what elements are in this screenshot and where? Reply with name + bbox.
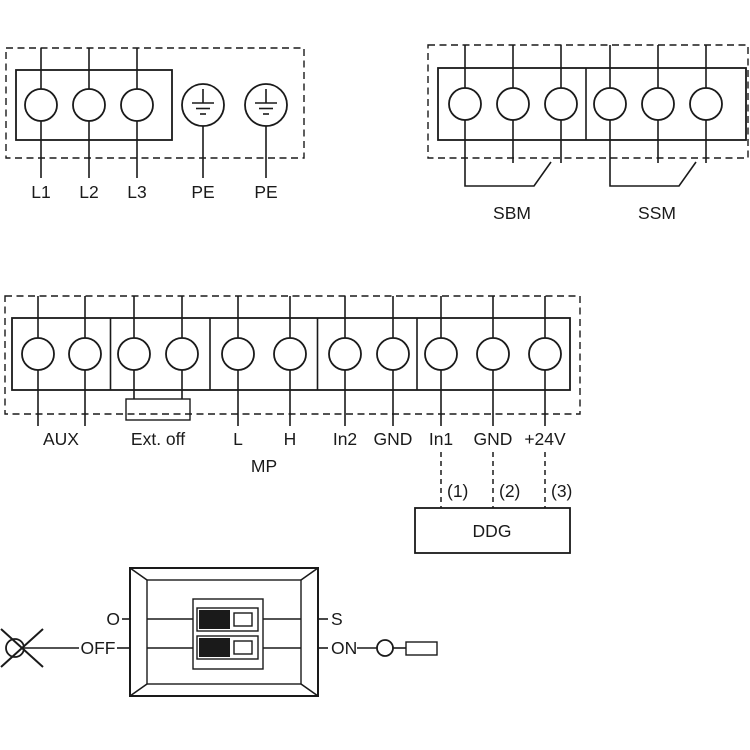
connector-circle [376,639,394,657]
pe-terminal-1 [181,83,225,178]
ddg-box [414,507,571,554]
connector-circle [5,638,25,658]
sbm-terminal-3 [544,87,578,121]
label-gnd-1: GND [374,429,413,449]
control-dashed-frame [4,295,581,415]
label-on: ON [331,638,357,658]
relay-terminal-box [437,67,747,141]
jumper-box [125,398,191,421]
frame-bevel-line [300,683,319,697]
label-h: H [284,429,297,449]
label-pe-1: PE [191,182,214,202]
terminal-l2 [72,88,106,122]
dip-switch-1-knob [199,610,230,629]
mains-dashed-frame [5,47,305,159]
terminal-in1 [424,337,458,371]
dip-switch-1 [196,607,259,632]
cross-line [0,628,44,668]
frame-bevel-line [129,683,148,697]
on-connector-plug-icon [357,639,438,657]
dip-switch-housing [192,598,264,670]
label-pe-2: PE [254,182,277,202]
dip-switch-2 [196,635,259,660]
label-ddg-pin-3: (3) [551,481,572,501]
terminal-extoff-1 [117,337,151,371]
label-open: O [106,609,120,629]
label-aux: AUX [43,429,79,449]
dip-outer-frame [129,567,319,697]
dip-switch-figure: O S OFF ON [0,567,438,697]
sbm-terminal-1 [448,87,482,121]
terminal-in2 [328,337,362,371]
label-off: OFF [81,638,116,658]
mains-terminal-block: L1 L2 L3 PE PE [5,47,305,202]
dip-inner-frame [146,579,302,685]
label-gnd-2: GND [474,429,513,449]
label-sbm: SBM [493,203,531,223]
terminal-l1 [24,88,58,122]
label-l3: L3 [127,182,146,202]
mains-terminal-box [15,69,173,141]
dip-switch-2-knob [199,638,230,657]
ext-off-jumper [125,370,191,421]
terminal-aux-1 [21,337,55,371]
dip-switch-1-body [196,607,259,632]
label-ddg-pin-2: (2) [499,481,520,501]
label-24v: +24V [524,429,566,449]
terminal-extoff-2 [165,337,199,371]
pe-terminal-2 [244,83,288,178]
terminal-gnd-2 [476,337,510,371]
sbm-terminal-2 [496,87,530,121]
ssm-contact-symbol [609,120,707,187]
ssm-terminal-1 [593,87,627,121]
terminal-gnd-1 [376,337,410,371]
ssm-terminal-3 [689,87,723,121]
label-in1: In1 [429,429,453,449]
earth-ground-icon [255,89,277,115]
terminal-aux-2 [68,337,102,371]
frame-bevel-line [129,567,148,581]
label-shut: S [331,609,343,629]
label-l2: L2 [79,182,98,202]
label-ddg-pin-1: (1) [447,481,468,501]
relay-dashed-frame [427,44,749,159]
terminal-mp-l [221,337,255,371]
sbm-contact-symbol [464,120,562,187]
control-terminal-block: AUX Ext. off L H In2 GND In1 GND +24V MP [4,295,581,476]
ddg-sensor-block: (1) (2) (3) DDG [414,452,572,554]
frame-bevel-line [300,567,319,581]
label-ext-off: Ext. off [131,429,185,449]
relay-terminal-block: SBM SSM [427,44,749,223]
earth-ground-icon [192,89,214,115]
control-terminal-box [11,317,571,391]
off-crossed-circle-icon [0,628,79,668]
ssm-terminal-2 [641,87,675,121]
dip-switch-1-recess [233,612,253,627]
label-l: L [233,429,243,449]
plug-body [405,641,438,656]
dip-switch-2-body [196,635,259,660]
terminal-l3 [120,88,154,122]
terminal-24v [528,337,562,371]
terminal-mp-h [273,337,307,371]
label-in2: In2 [333,429,357,449]
label-mp: MP [251,456,277,476]
label-ssm: SSM [638,203,676,223]
label-ddg: DDG [473,521,512,541]
dip-switch-2-recess [233,640,253,655]
label-l1: L1 [31,182,50,202]
